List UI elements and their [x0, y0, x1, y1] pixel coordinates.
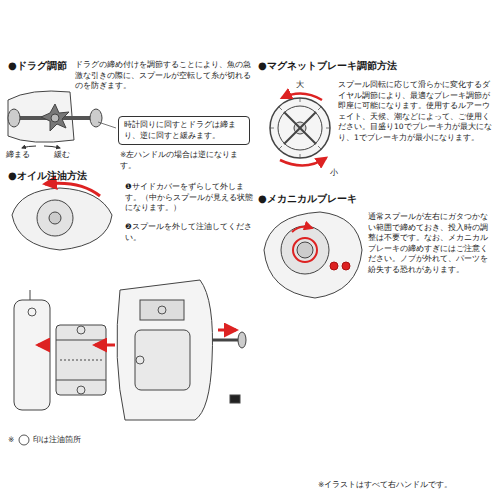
body-text: スプール回転に応じて滑らかに変化するダイヤル調節により、最適なブレーキ調節が即座…: [338, 80, 493, 143]
dial-label: 小: [330, 168, 338, 179]
note-text: ※左ハンドルの場合は逆になります。: [120, 150, 252, 171]
body-text: ドラグの締め付けを調節することにより、魚の急激な引きの際に、スプールが空転して糸…: [75, 60, 251, 92]
drag-handle-figure: [8, 91, 102, 148]
body-text: 通常スプールが左右にガタつかない範囲で締めておき、投入時の調整は不要です。なお、…: [368, 212, 494, 275]
note-mark: ※: [8, 435, 14, 446]
dial-label: 大: [296, 80, 304, 91]
section-heading: ●ドラグ調節: [8, 60, 67, 72]
section-heading: ●メカニカルブレーキ: [258, 193, 357, 205]
callout-text: 時計回りに回すとドラグは締まり、逆に回すと緩みます。: [124, 120, 244, 141]
side-cover-figure: [12, 183, 112, 250]
step-text: ❶サイドカバーをずらして外します。（中からスプールが見える状態になります。）: [125, 182, 253, 214]
callout-box: 時計回りに回すとドラグは締まり、逆に回すと緩みます。: [118, 116, 250, 145]
note-text: 印は注油箇所: [33, 435, 81, 446]
magnet-dial-figure: [270, 93, 330, 165]
section-heading: ●オイル注油方法: [8, 170, 87, 182]
step-text: ❷スプールを外して注油してください。: [125, 222, 253, 243]
note-text: ※イラストはすべて右ハンドルです。: [318, 480, 452, 491]
direction-label: 締まる: [6, 150, 30, 161]
leader-line: [98, 122, 116, 128]
oil-point-marks: [19, 306, 166, 445]
direction-label: 緩む: [54, 150, 70, 161]
mechanical-brake-figure: [264, 212, 362, 298]
exploded-reel-figure: [14, 280, 246, 420]
section-heading: ●マグネットブレーキ調節方法: [258, 60, 397, 72]
